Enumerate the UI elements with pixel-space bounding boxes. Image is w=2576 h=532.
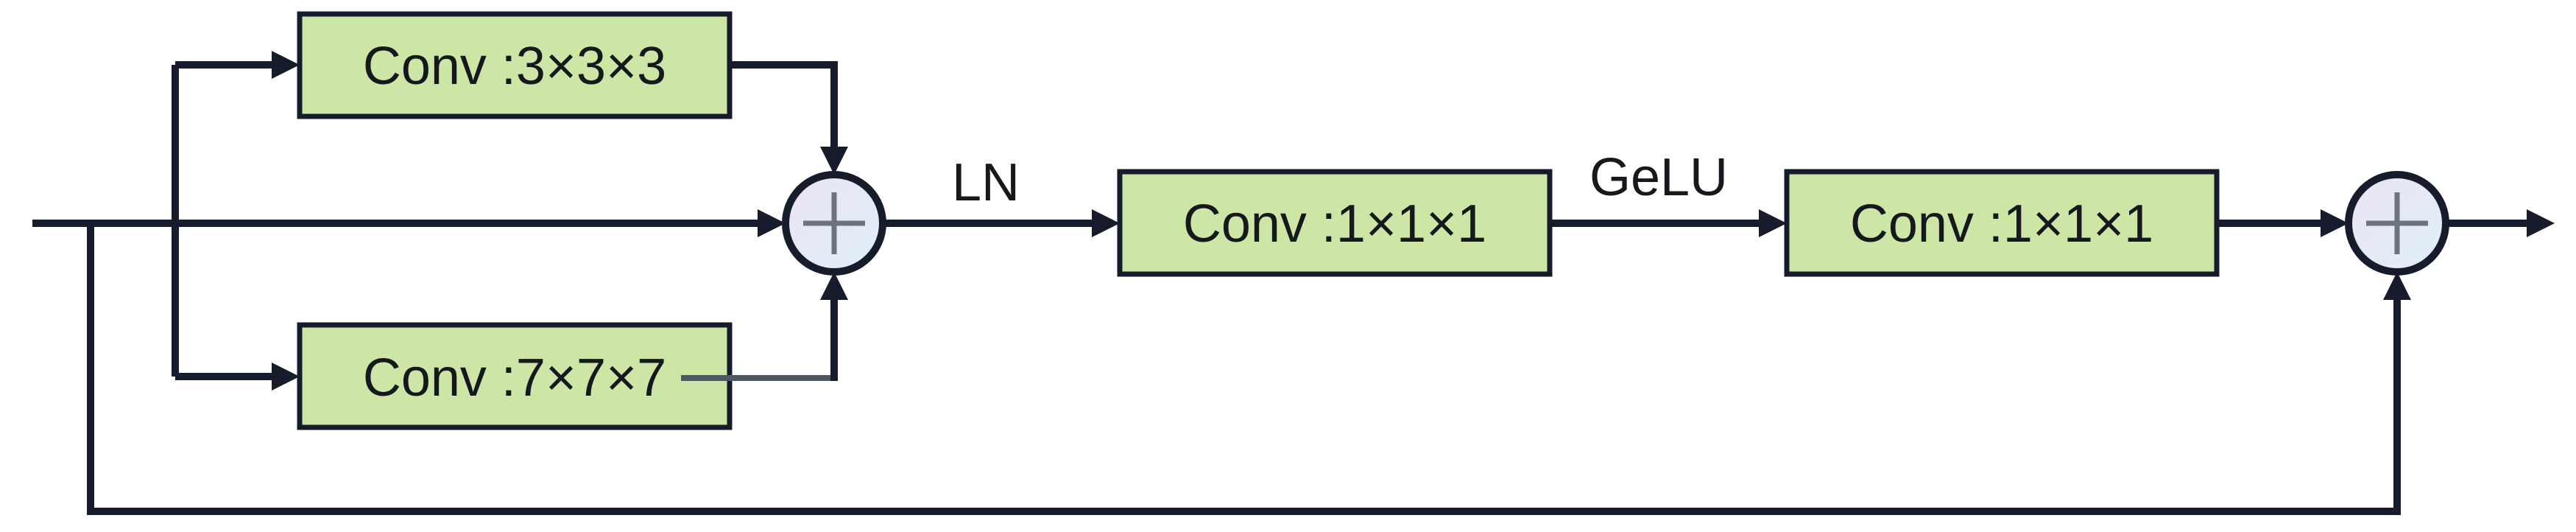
- plus-icon: [2366, 192, 2428, 254]
- arrowhead-into-sum1: [758, 209, 786, 237]
- arrowhead-conv3-into-sum1: [820, 147, 848, 175]
- arrowhead-into-conv1b: [1759, 209, 1787, 237]
- top-branch-out-wire: [730, 61, 838, 147]
- arrowhead-output: [2527, 209, 2555, 237]
- conv1a-label: Conv :1×1×1: [1183, 195, 1486, 253]
- arrowhead-skip-into-sum2: [2383, 272, 2411, 300]
- ln-label: LN: [952, 153, 1020, 212]
- elementwise-sum-2: [2345, 171, 2449, 276]
- arrowhead-into-conv3: [272, 51, 300, 79]
- arrowhead-into-sum2: [2321, 209, 2349, 237]
- plus-icon: [803, 192, 865, 254]
- conv-block-7x7x7: Conv :7×7×7: [297, 322, 733, 430]
- conv3-rect: [297, 11, 733, 119]
- skip-connection-wire: [87, 223, 2401, 515]
- arrowhead-into-conv7: [272, 363, 300, 391]
- conv1b-label: Conv :1×1×1: [1850, 195, 2153, 253]
- gelu-label: GeLU: [1589, 148, 1728, 207]
- conv-block-1x1x1-a: Conv :1×1×1: [1117, 169, 1553, 277]
- conv-block-3x3x3: Conv :3×3×3: [297, 11, 733, 119]
- arrowhead-into-conv1a: [1092, 209, 1120, 237]
- conv-block-1x1x1-b: Conv :1×1×1: [1784, 169, 2220, 277]
- arrowhead-conv7-into-sum1: [820, 272, 848, 300]
- conv7-label: Conv :7×7×7: [363, 349, 666, 407]
- conv1a-rect: [1117, 169, 1553, 277]
- conv3-label: Conv :3×3×3: [363, 37, 666, 96]
- elementwise-sum-1: [782, 171, 886, 276]
